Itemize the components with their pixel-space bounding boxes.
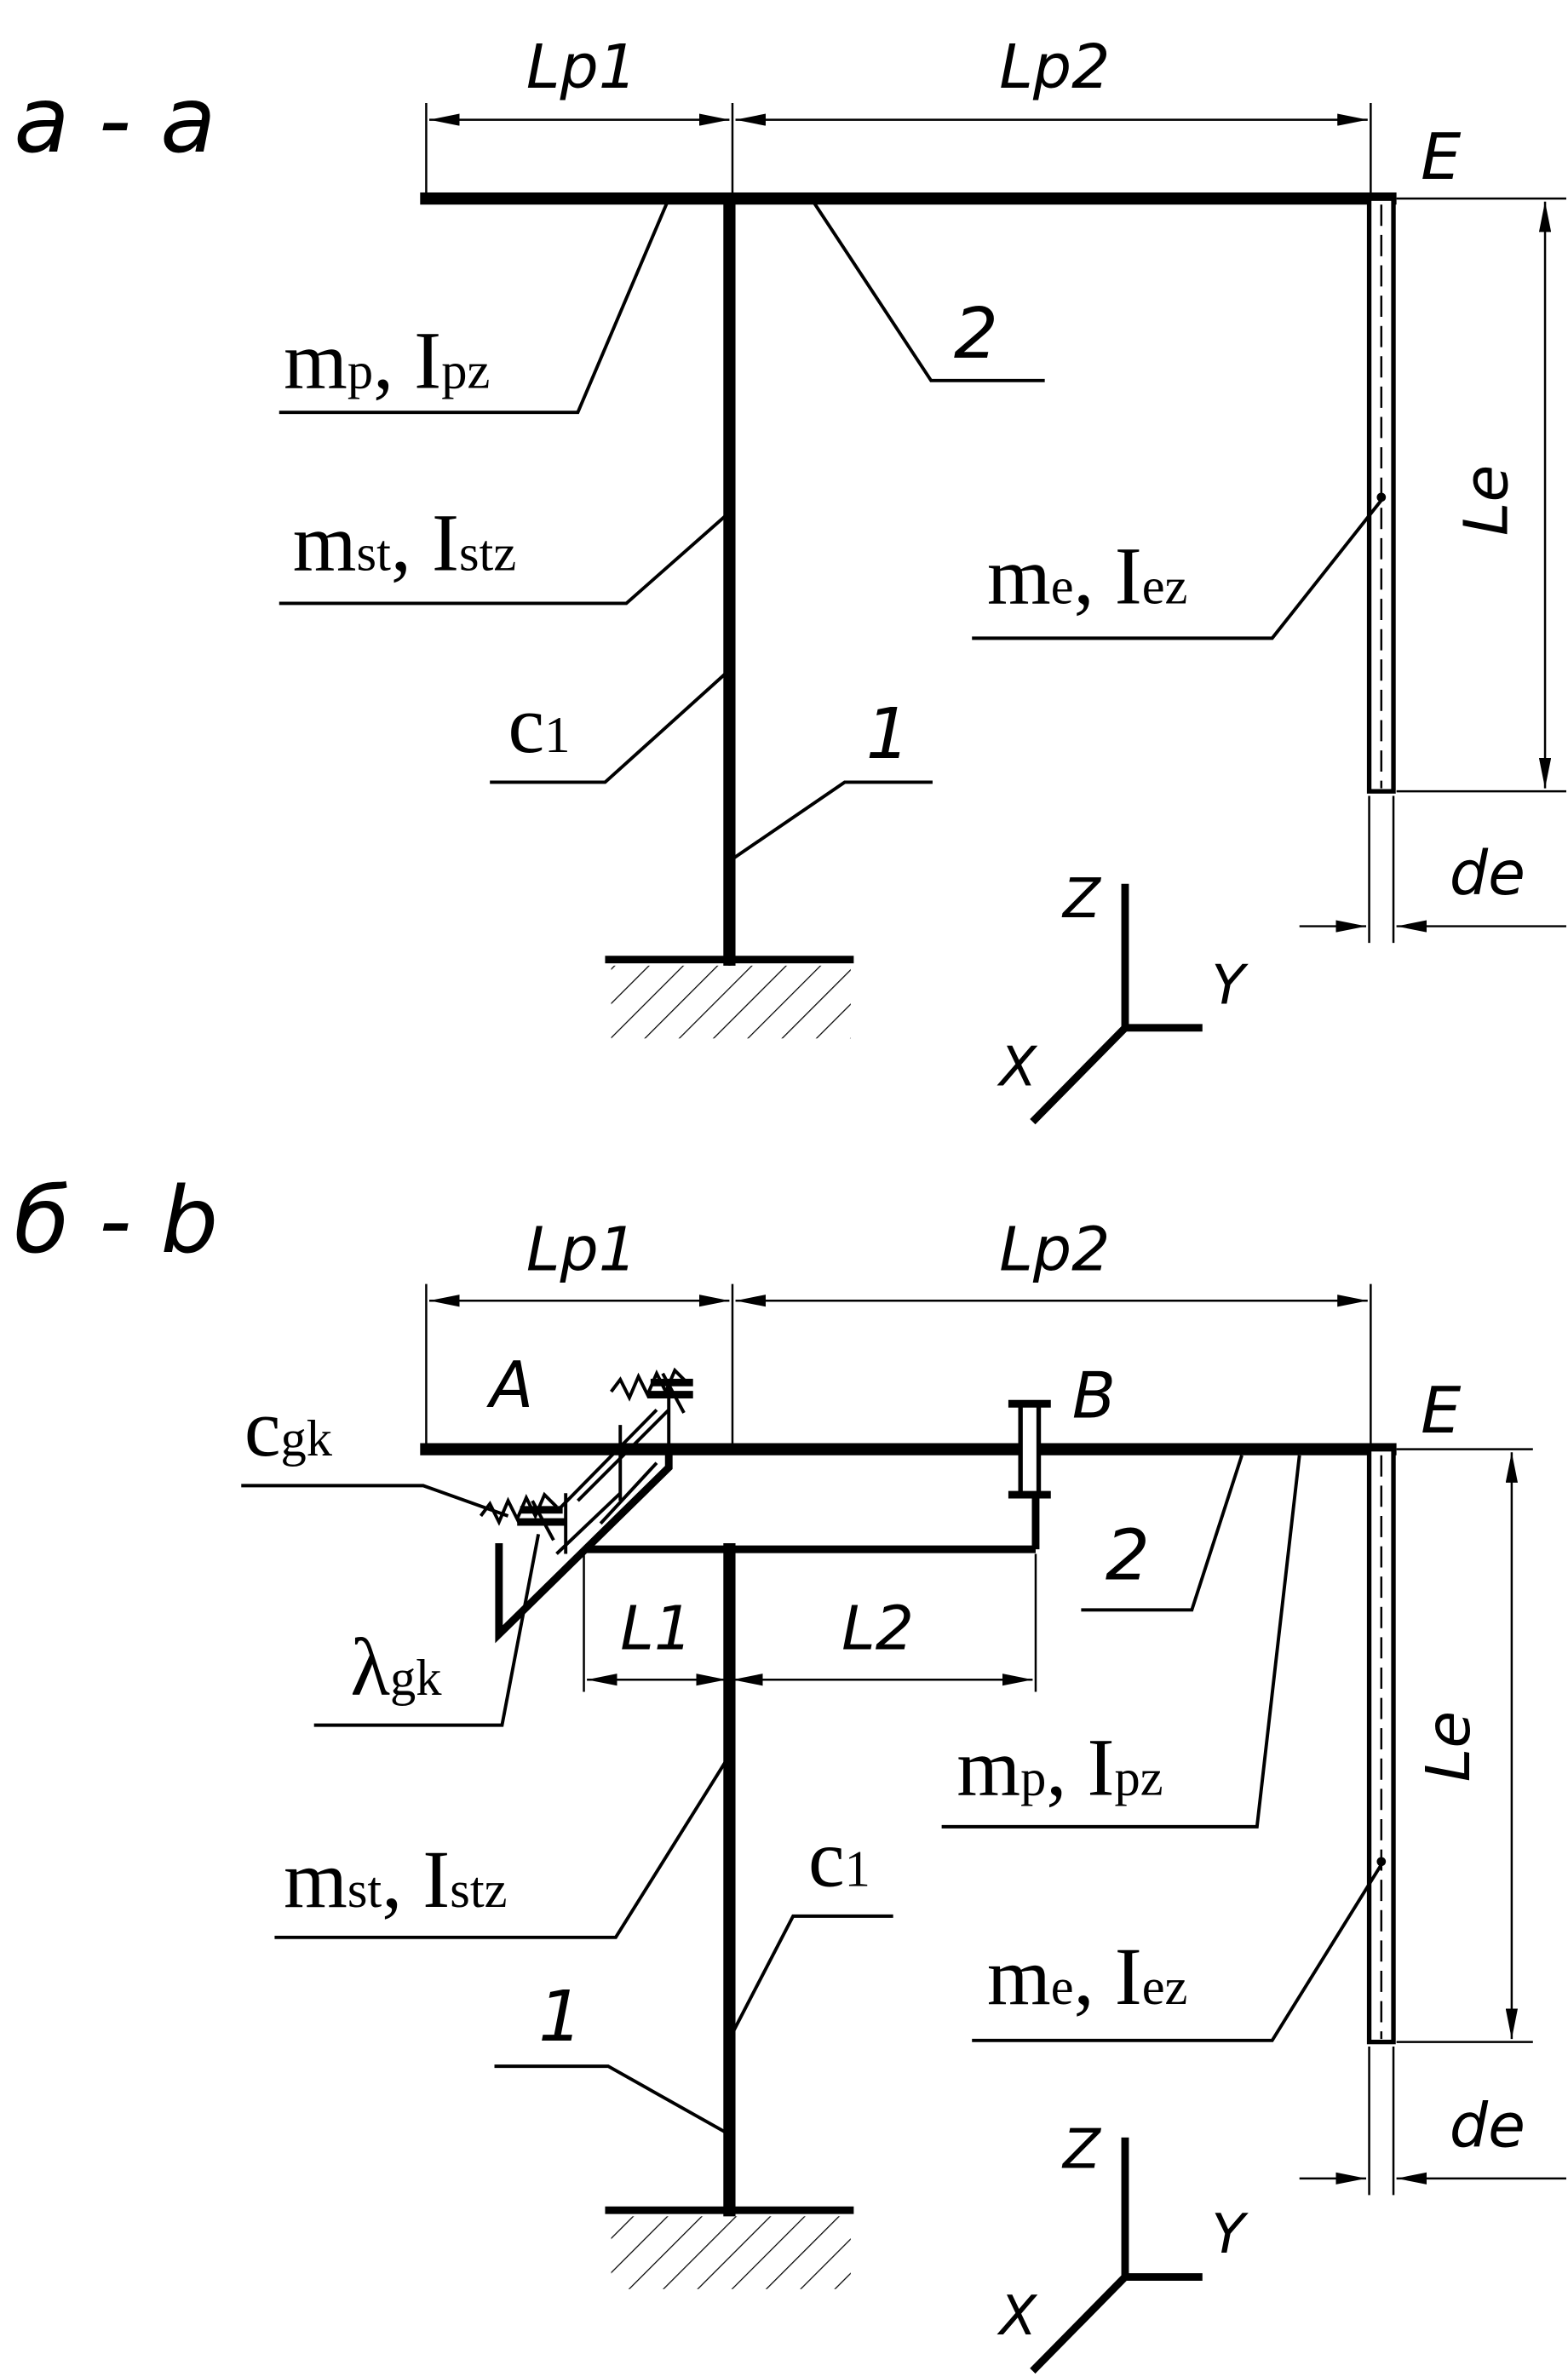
part-2-label-a: 2 [954,294,998,375]
dim-lp1-b: Lp1 [526,1214,637,1285]
damper-icon [517,1372,693,1542]
part-2-label-b: 2 [1106,1516,1150,1597]
element-mass-point-b [1376,1857,1387,1867]
panel-a: а - a Lp1 Lp2 E Le de [14,32,1566,1125]
svg-text:mst, Istz: mst, Istz [293,497,516,588]
dim-l2-b: L2 [841,1593,914,1664]
element-mass-point-a [1376,492,1387,502]
svg-text:c1: c1 [808,1812,870,1903]
label-damper-b: λgk [350,1622,442,1713]
panel-b: б - b Lp1 Lp2 L1 L2 Le de A B E [14,1168,1566,2374]
leaders-a [279,198,1383,863]
label-stand-b: mst, Istz [284,1834,507,1925]
point-b-b: B [1072,1358,1116,1433]
axes-b: Z Y X [997,2118,1249,2374]
axis-x-a: X [997,1036,1038,1099]
axis-z-a: Z [1061,868,1102,931]
dim-lp1-a: Lp1 [526,32,637,102]
dim-l1-b: L1 [620,1593,692,1664]
axis-x-b: X [997,2285,1038,2348]
svg-text:cgk: cgk [244,1382,333,1473]
label-platform-b: mp, Ipz [956,1721,1163,1812]
part-1-label-a: 1 [866,694,910,775]
label-element-b: me, Iez [987,1931,1187,2022]
part-1-label-b: 1 [538,1977,583,2058]
dim-de-b: de [1450,2090,1525,2161]
svg-text:mp, Ipz: mp, Ipz [284,315,490,406]
ground-a [605,956,854,1039]
ground-b [605,2206,854,2289]
point-a-b: A [486,1348,533,1422]
dim-le-b: Le [1413,1711,1484,1782]
panel-b-title: б - b [14,1168,218,1274]
axis-y-a: Y [1211,954,1249,1017]
dim-le-a: Le [1451,465,1522,536]
axes-a: Z Y X [997,868,1249,1125]
label-element-a: me, Iez [987,530,1187,621]
point-e-a: E [1421,120,1462,194]
label-stiffness-b: c1 [808,1812,870,1903]
dimension-lines-a [425,103,1566,944]
axis-y-b: Y [1211,2203,1249,2266]
label-stiffness-a: c1 [508,679,571,770]
leaders-b [241,1455,1383,2136]
point-e-b: E [1421,1374,1462,1448]
svg-text:mst, Istz: mst, Istz [284,1834,507,1925]
dim-lp2-a: Lp2 [999,32,1110,102]
dim-lp2-b: Lp2 [999,1214,1110,1285]
svg-text:me, Iez: me, Iez [987,530,1187,621]
label-spring-b: cgk [244,1382,333,1473]
label-platform-a: mp, Ipz [284,315,490,406]
hinge-b [1008,1399,1051,1499]
axis-z-b: Z [1061,2118,1102,2181]
dim-de-a: de [1450,838,1525,909]
svg-text:λgk: λgk [350,1622,442,1713]
svg-text:mp, Ipz: mp, Ipz [956,1721,1163,1812]
label-stand-a: mst, Istz [293,497,516,588]
svg-text:me, Iez: me, Iez [987,1931,1187,2022]
svg-text:c1: c1 [508,679,571,770]
spring-damper-frame-b [495,1387,673,1644]
panel-a-title: а - a [14,68,215,174]
dimension-lines-b [425,1283,1566,2196]
